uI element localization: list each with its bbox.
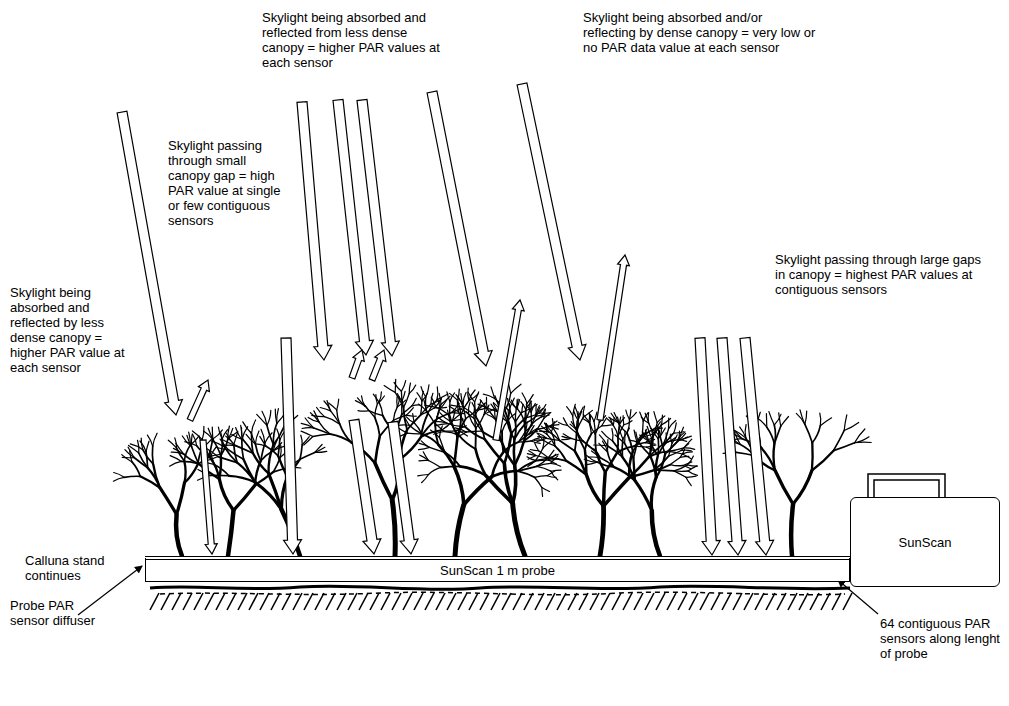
- node-label: SunScan 1 m probe: [440, 563, 555, 578]
- sunscan-unit: SunScan: [850, 497, 1000, 587]
- callout-note: Skylight passing through small canopy ga…: [168, 138, 290, 228]
- callout-note: 64 contiguous PAR sensors along lenght o…: [880, 616, 1005, 661]
- probe-band: SunScan 1 m probe: [145, 556, 850, 582]
- callout-note: Calluna stand continues: [25, 553, 125, 583]
- node-label: SunScan: [899, 535, 952, 550]
- callout-note: Probe PAR sensor diffuser: [10, 598, 110, 628]
- unit-handle: [868, 474, 945, 498]
- callout-note: Skylight being absorbed and reflected by…: [10, 285, 128, 375]
- callout-note: Skylight being absorbed and reflected fr…: [262, 10, 452, 70]
- skylight-arrows: [117, 83, 774, 555]
- callout-note: Skylight being absorbed and/or reflectin…: [583, 10, 818, 55]
- soil-hatching: [150, 593, 852, 610]
- callout-note: Skylight passing through large gaps in c…: [775, 252, 990, 297]
